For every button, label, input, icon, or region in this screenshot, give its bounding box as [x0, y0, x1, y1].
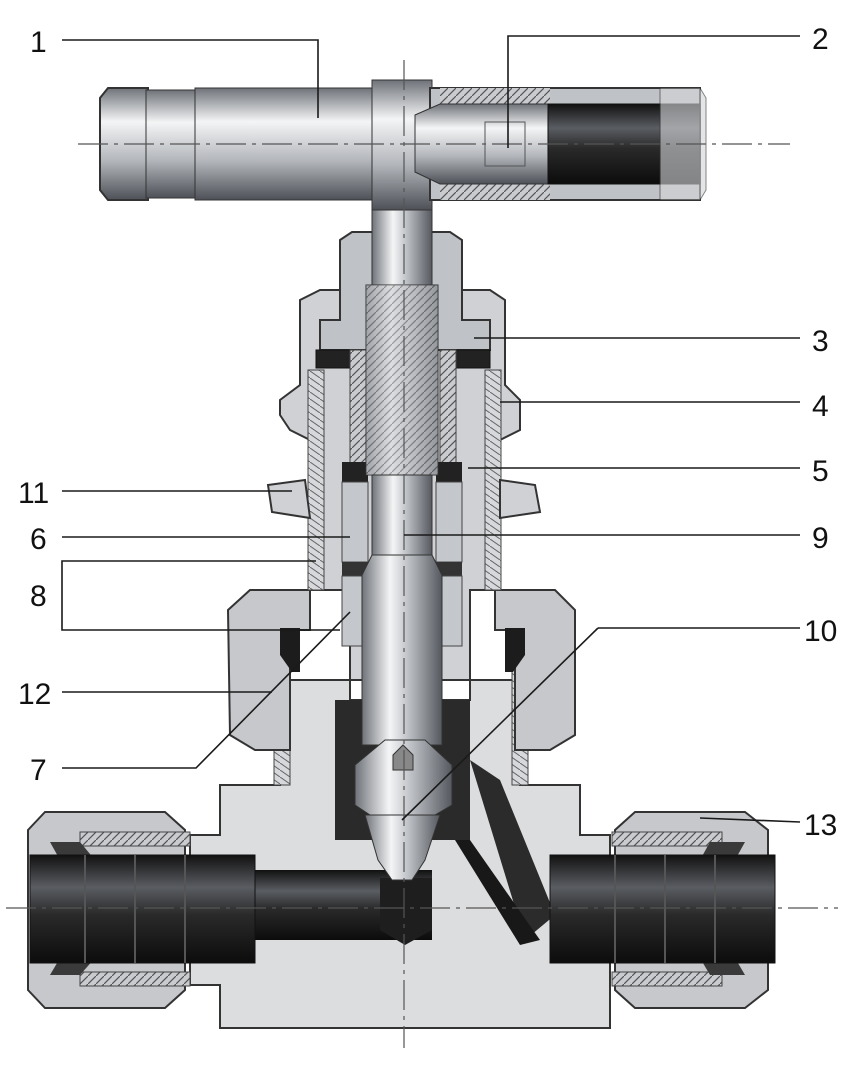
body-seals	[280, 628, 525, 672]
label-2: 2	[812, 23, 829, 56]
label-9: 9	[812, 522, 829, 555]
flow-passages	[252, 760, 555, 945]
label-8: 8	[30, 580, 47, 613]
part-labels: 1 2 3 4 5 11 6 9 8 10 12 7 13	[18, 23, 837, 842]
right-tube-fitting	[549, 811, 776, 1009]
label-5: 5	[812, 455, 829, 488]
leader-lines	[61, 35, 801, 823]
valve-stem	[361, 194, 443, 746]
label-10: 10	[804, 615, 837, 648]
label-7: 7	[30, 754, 47, 787]
lock-nut	[266, 478, 542, 520]
handle	[99, 79, 707, 211]
label-6: 6	[30, 523, 47, 556]
label-4: 4	[812, 390, 829, 423]
label-3: 3	[812, 325, 829, 358]
centerlines	[6, 60, 838, 1048]
label-13: 13	[804, 809, 837, 842]
label-11: 11	[18, 477, 49, 510]
left-tube-fitting	[27, 811, 256, 1009]
label-12: 12	[18, 678, 51, 711]
label-1: 1	[30, 26, 47, 59]
